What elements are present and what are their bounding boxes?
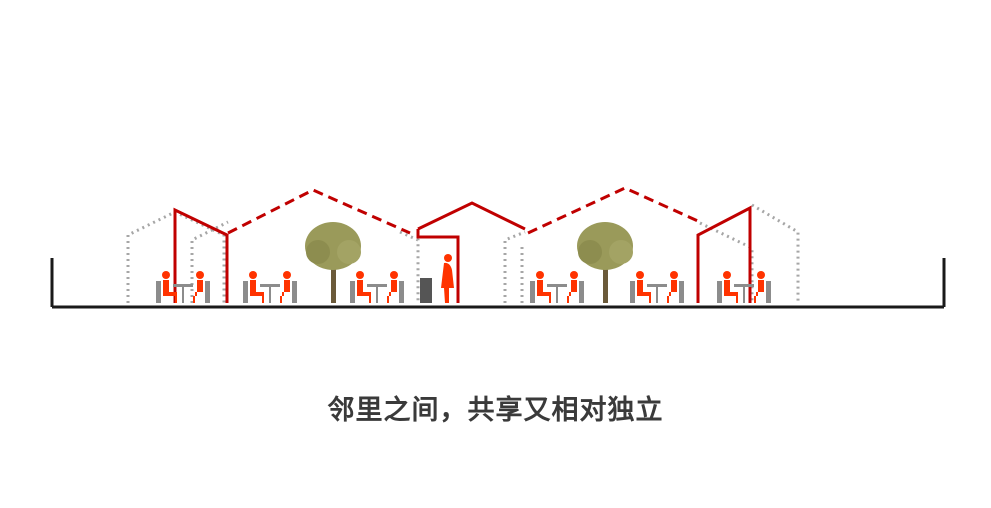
chair-icon: [630, 281, 635, 303]
chair-icon: [205, 281, 210, 303]
dining-group: [243, 271, 297, 303]
dining-group: [350, 271, 404, 303]
dining-groups: [156, 271, 771, 303]
table-icon: [647, 284, 667, 303]
person-seated-icon: [754, 271, 765, 303]
dining-group: [530, 271, 584, 303]
chair-icon: [679, 281, 684, 303]
person-seated-icon: [280, 271, 291, 303]
person-seated-icon: [667, 271, 678, 303]
dining-group: [717, 271, 771, 303]
caption: 邻里之间，共享又相对独立: [327, 395, 664, 426]
dining-group: [630, 271, 684, 303]
tree-icon: [577, 222, 633, 303]
chair-icon: [717, 281, 722, 303]
table-icon: [260, 284, 280, 303]
dining-group: [156, 271, 210, 303]
person-seated-icon: [536, 271, 551, 303]
person-seated-icon: [162, 271, 177, 303]
person-seated-icon: [356, 271, 371, 303]
person-seated-icon: [193, 271, 204, 303]
chair-icon: [766, 281, 771, 303]
person-seated-icon: [723, 271, 738, 303]
tree-icon: [305, 222, 361, 303]
person-seated-icon: [249, 271, 264, 303]
person-seated-icon: [567, 271, 578, 303]
chair-icon: [399, 281, 404, 303]
table-icon: [547, 284, 567, 303]
person-standing-icon: [420, 254, 454, 303]
red-dashed-roofs: [227, 186, 701, 235]
red-solid-frames: [173, 201, 752, 303]
table-icon: [734, 284, 754, 303]
ground: [50, 258, 946, 309]
table-icon: [173, 284, 193, 303]
chair-icon: [243, 281, 248, 303]
chair-icon: [292, 281, 297, 303]
person-seated-icon: [387, 271, 398, 303]
table-icon: [367, 284, 387, 303]
chair-icon: [530, 281, 535, 303]
chair-icon: [350, 281, 355, 303]
chair-icon: [156, 281, 161, 303]
person-seated-icon: [636, 271, 651, 303]
chair-icon: [579, 281, 584, 303]
